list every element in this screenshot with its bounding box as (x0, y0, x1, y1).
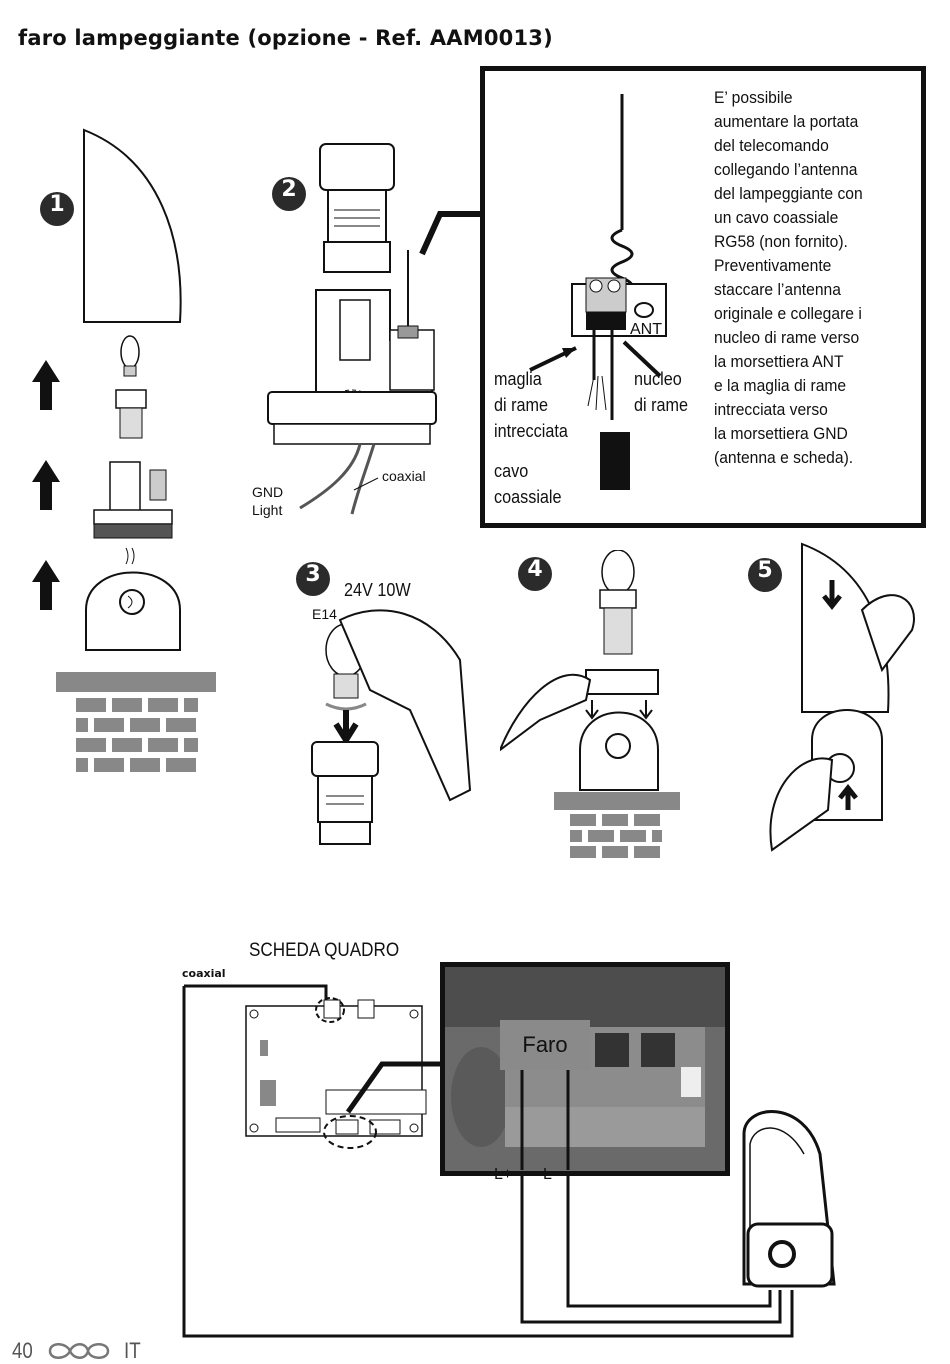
maglia-callout: maglia di rame intrecciata (494, 369, 568, 441)
language-code: IT (124, 1338, 141, 1363)
brand-logo-icon (48, 1343, 110, 1359)
page-number: 40 (12, 1338, 33, 1363)
gnd-label: GND (252, 484, 284, 500)
step-5-badge: 5 (748, 558, 782, 592)
faro-label: Faro (500, 1020, 590, 1070)
light-label: Light (252, 502, 283, 518)
step2-illustration (267, 143, 437, 515)
lplus-label: L+ (494, 1166, 513, 1183)
step1-illustration (32, 128, 216, 772)
step-3-badge: 3 (296, 562, 330, 596)
step-1-badge: 1 (40, 192, 74, 226)
faro-pointer-lines (520, 1070, 570, 1170)
bulb-spec-label: 24V 10W (344, 580, 411, 600)
ant-terminal-label: ANT (630, 321, 662, 338)
e14-label: E14 (312, 606, 337, 622)
step3-illustration (311, 609, 472, 845)
nucleo-callout: nucleo di rame (634, 369, 689, 415)
step-2-badge: 2 (272, 177, 306, 211)
antenna-info-text: E’ possibile aumentare la portata del te… (714, 88, 863, 467)
terminal-photo-drawing (445, 967, 725, 1171)
antenna-detail-illustration (529, 94, 667, 490)
control-board-illustration (245, 997, 427, 1149)
page-title: faro lampeggiante (opzione - Ref. AAM001… (18, 26, 553, 50)
step4-illustration (500, 550, 680, 858)
flasher-lamp-illustration (742, 1110, 836, 1288)
terminal-photo (440, 962, 730, 1176)
lminus-label: L- (543, 1166, 558, 1183)
step5-illustration (769, 542, 915, 852)
callout-pointer (419, 211, 480, 256)
coaxial-label: coaxial (382, 468, 426, 484)
step-4-badge: 4 (518, 557, 552, 591)
scheda-quadro-label: SCHEDA QUADRO (249, 940, 400, 961)
wiring-coaxial-label: coaxial (182, 967, 226, 980)
cavo-callout: cavo coassiale (494, 461, 562, 507)
antenna-info-box (480, 66, 926, 528)
